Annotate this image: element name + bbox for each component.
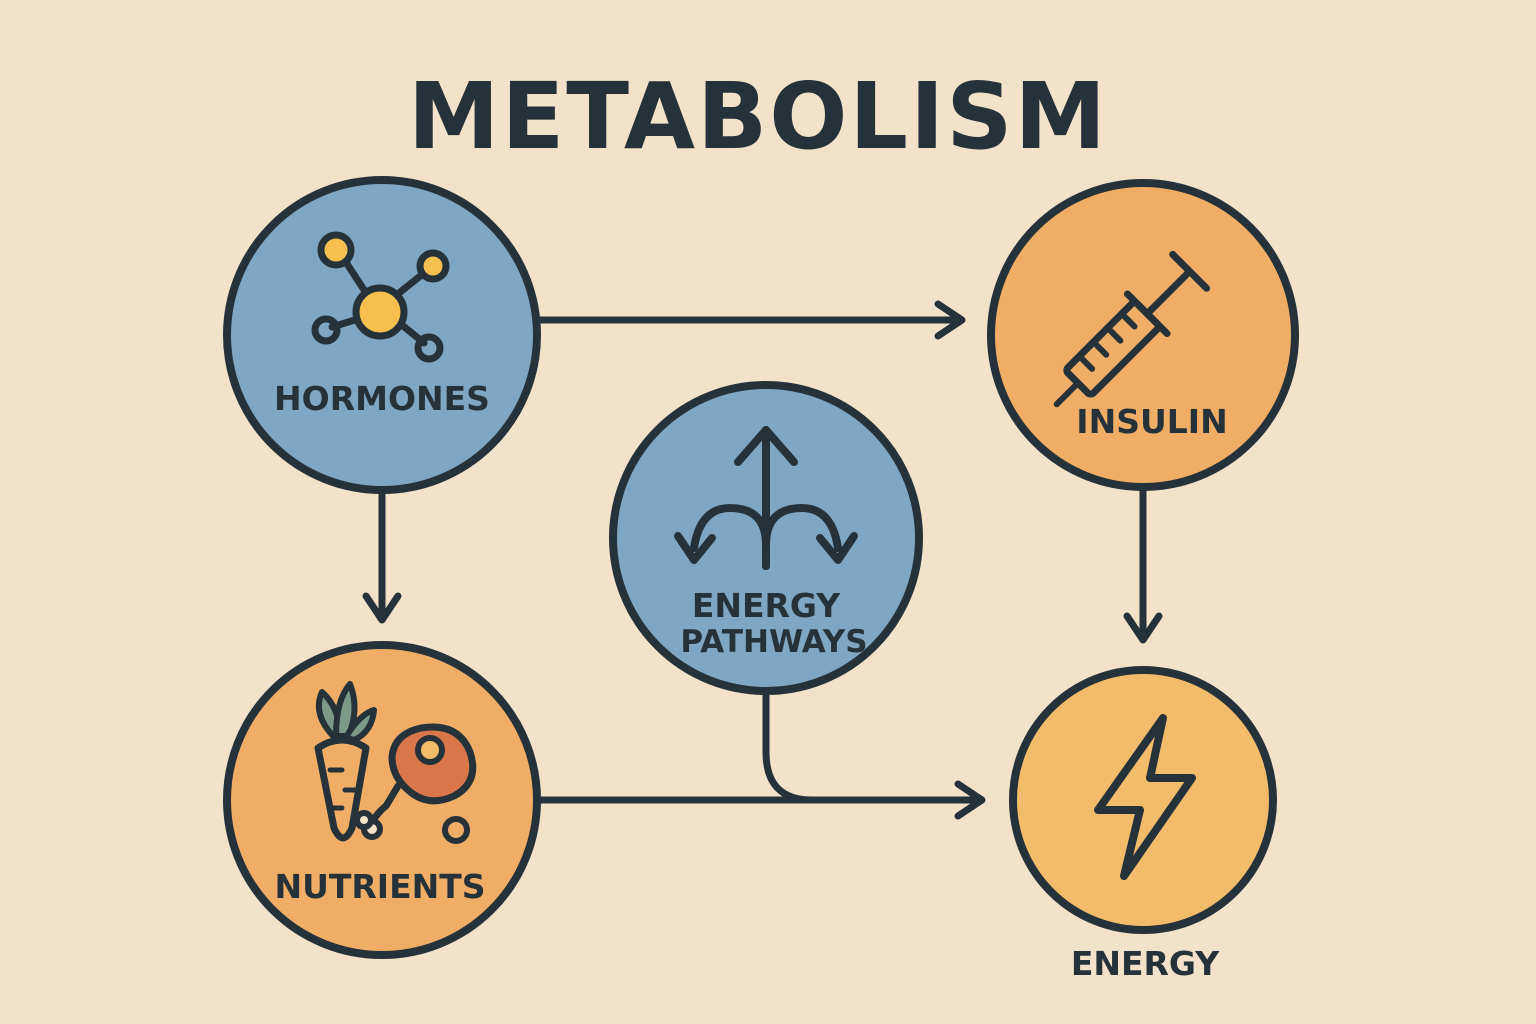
carrot-and-meat-icon	[314, 681, 477, 844]
node-nutrients: NUTRIENTS	[223, 641, 541, 959]
energy-pathways-label-line2: PATHWAYS	[680, 624, 867, 660]
branching-arrows-icon	[674, 426, 858, 570]
node-energy: ENERGY	[1009, 666, 1277, 983]
connectors	[382, 320, 1143, 800]
lightning-bolt-icon	[1094, 714, 1196, 880]
energy-circle	[1009, 666, 1277, 934]
node-hormones: HORMONES	[223, 176, 541, 494]
diagram-title: METABOLISM	[408, 63, 1108, 170]
nutrients-circle	[223, 641, 541, 959]
energy-label: ENERGY	[1071, 944, 1220, 983]
energy-pathways-label-line1: ENERGY	[692, 586, 841, 625]
hormones-label: HORMONES	[274, 379, 490, 418]
node-insulin: INSULIN	[987, 179, 1299, 491]
molecule-icon	[311, 231, 450, 363]
syringe-icon	[1053, 250, 1211, 408]
node-energy-pathways: ENERGY PATHWAYS	[609, 381, 923, 695]
nutrients-label: NUTRIENTS	[274, 867, 485, 906]
insulin-circle	[987, 179, 1299, 491]
insulin-label: INSULIN	[1076, 402, 1227, 441]
connector-energy-pathways-to-energy	[762, 688, 816, 804]
